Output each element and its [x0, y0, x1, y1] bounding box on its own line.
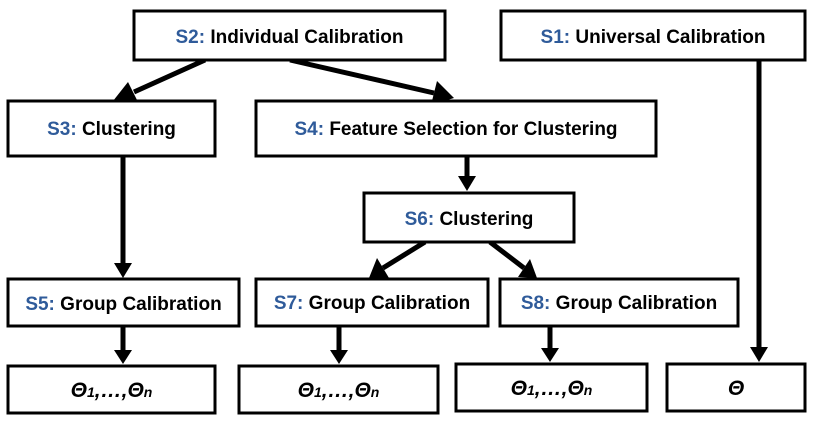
node-s8-text: S8: Group Calibration [521, 293, 717, 314]
node-s4-text: S4: Feature Selection for Clustering [294, 119, 617, 140]
arrowhead-s8-out [541, 348, 559, 362]
output-s8-text: Θ1,…,Θn [511, 377, 593, 400]
node-s4-label: Feature Selection for Clustering [329, 119, 617, 140]
node-s1-label: Universal Calibration [575, 27, 765, 48]
node-s4-id: S4: [294, 119, 324, 140]
node-s1: S1: Universal Calibration [499, 9, 807, 62]
node-s3-id: S3: [47, 119, 77, 140]
node-s5-id: S5: [25, 294, 55, 315]
node-s1-id: S1: [541, 27, 571, 48]
theta-symbol: Θ [298, 379, 314, 402]
node-s5: S5: Group Calibration [6, 277, 241, 328]
theta-symbol: Θ [728, 377, 744, 400]
theta-separator: ,…, [321, 379, 355, 402]
node-s3-label: Clustering [82, 119, 176, 140]
theta-first-subscript: 1 [527, 382, 535, 398]
output-s5-text: Θ1,…,Θn [71, 379, 153, 402]
node-s3: S3: Clustering [6, 99, 217, 158]
theta-symbol: Θ [71, 379, 87, 402]
edge-s6-to-s7 [381, 239, 427, 271]
node-s6-label: Clustering [439, 209, 533, 230]
output-s5: Θ1,…,Θn [6, 364, 217, 415]
edge-s2-to-s3 [132, 57, 207, 95]
edge-s6-to-s8 [488, 240, 526, 270]
theta-last-subscript: n [144, 384, 153, 400]
node-s2-text: S2: Individual Calibration [175, 27, 403, 48]
node-s2: S2: Individual Calibration [132, 9, 447, 62]
arrowhead-s2-s4 [431, 81, 454, 105]
theta-first-subscript: 1 [87, 384, 95, 400]
output-s8: Θ1,…,Θn [454, 362, 649, 413]
output-s7: Θ1,…,Θn [237, 364, 440, 415]
node-s8-label: Group Calibration [556, 293, 718, 314]
output-s1-text: Θ [728, 377, 744, 400]
node-s7-label: Group Calibration [309, 293, 471, 314]
node-s2-label: Individual Calibration [210, 27, 403, 48]
arrowhead-s5-out [114, 350, 132, 364]
arrowhead-s6-s8 [518, 259, 537, 278]
node-s7-text: S7: Group Calibration [274, 293, 470, 314]
node-s5-label: Group Calibration [60, 294, 222, 315]
node-s6-id: S6: [405, 209, 435, 230]
node-s2-id: S2: [175, 27, 205, 48]
theta-symbol: Θ [127, 379, 143, 402]
node-s4: S4: Feature Selection for Clustering [254, 99, 658, 158]
node-s8-id: S8: [521, 293, 551, 314]
arrowhead-s7-out [330, 350, 348, 364]
node-s6-text: S6: Clustering [405, 209, 534, 230]
edges [113, 57, 768, 364]
output-s1: Θ [665, 362, 807, 413]
theta-symbol: Θ [511, 377, 527, 400]
theta-last-subscript: n [584, 382, 593, 398]
theta-last-subscript: n [371, 384, 380, 400]
node-s6: S6: Clustering [362, 191, 576, 244]
node-s7-id: S7: [274, 293, 304, 314]
output-s7-text: Θ1,…,Θn [298, 379, 380, 402]
arrowhead-s1-out [750, 347, 768, 362]
theta-symbol: Θ [567, 377, 583, 400]
edge-s2-to-s4 [289, 57, 435, 96]
theta-symbol: Θ [354, 379, 370, 402]
theta-separator: ,…, [534, 377, 568, 400]
node-s7: S7: Group Calibration [254, 277, 490, 328]
arrowhead-s3-s5 [114, 263, 132, 278]
theta-separator: ,…, [94, 379, 128, 402]
node-s1-text: S1: Universal Calibration [541, 27, 766, 48]
node-s5-text: S5: Group Calibration [25, 294, 221, 315]
arrowhead-s6-s7 [369, 258, 389, 278]
theta-first-subscript: 1 [314, 384, 322, 400]
node-s8: S8: Group Calibration [498, 277, 740, 328]
arrowhead-s2-s3 [113, 82, 139, 104]
arrowhead-s4-s6 [458, 176, 476, 191]
node-s3-text: S3: Clustering [47, 119, 176, 140]
